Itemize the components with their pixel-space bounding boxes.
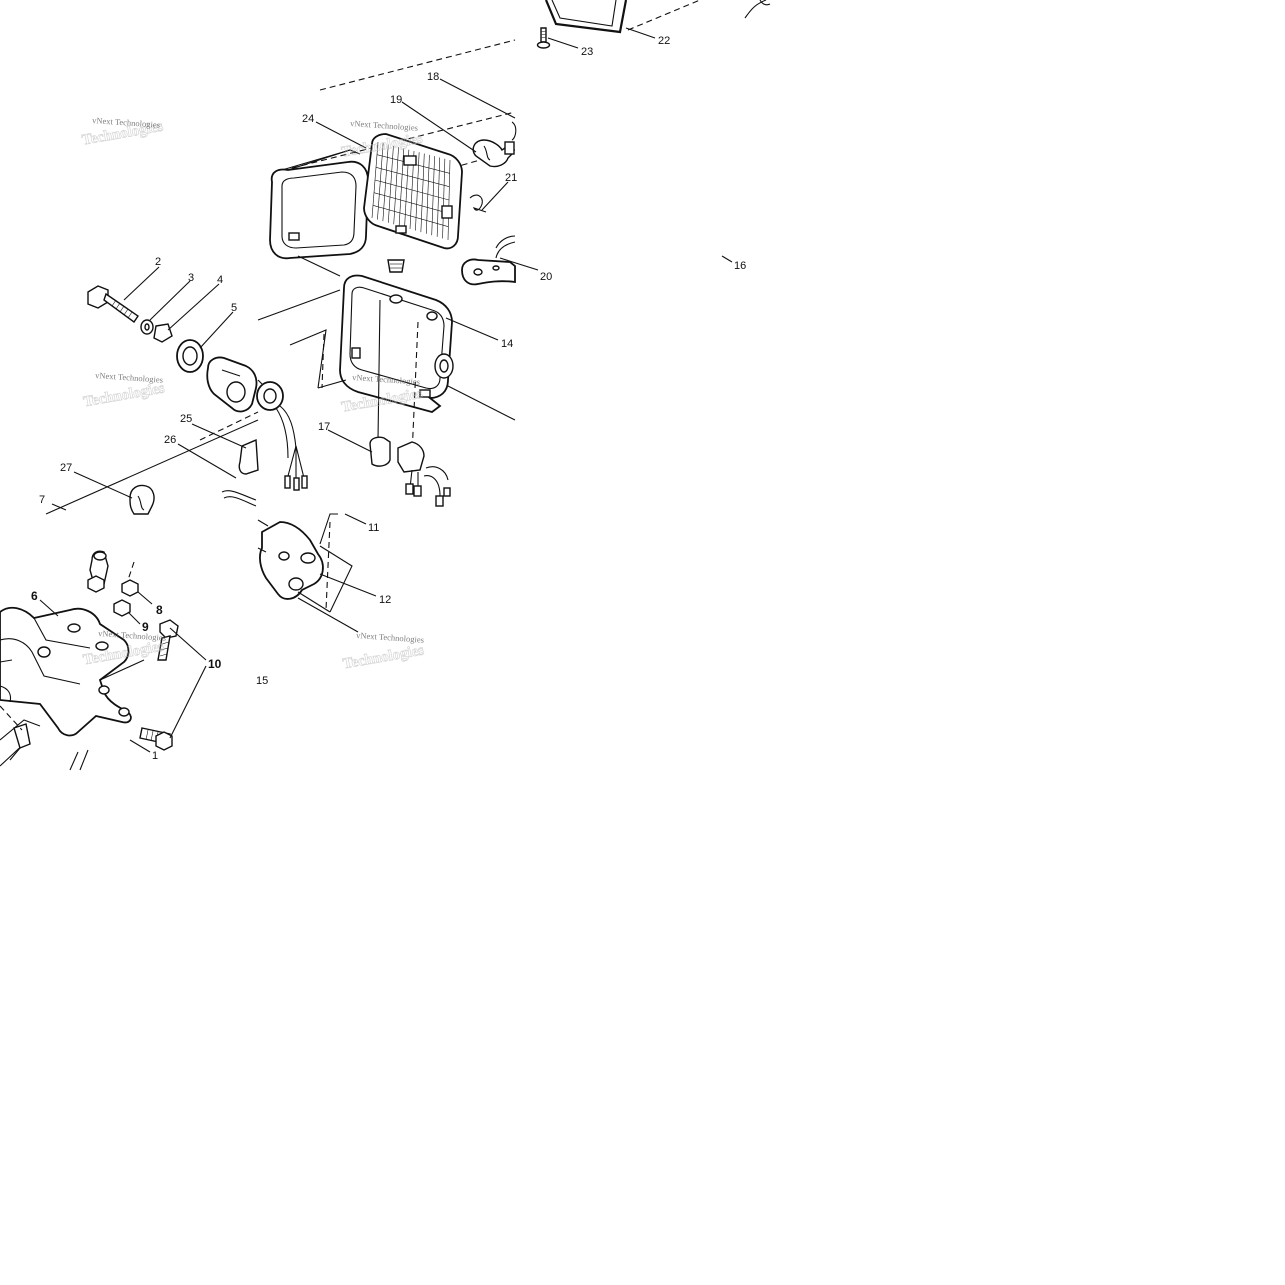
bolt-10-upper [157, 619, 179, 661]
headlight-housing-14 [339, 274, 454, 413]
callout-8: 8 [156, 603, 163, 617]
mount-bracket-12 [257, 519, 324, 600]
upper-frame-fragment [544, 0, 701, 34]
lens-grid-line [374, 179, 450, 201]
callout-2: 2 [155, 256, 161, 268]
nut-8 [121, 561, 139, 597]
headlight-bezel-24 [269, 149, 369, 260]
bolt-10-lower [139, 727, 173, 751]
lens-25 [238, 438, 259, 475]
rubber-mount [89, 550, 109, 585]
wire-26 [221, 490, 257, 507]
frame-bracket-6 [0, 606, 145, 737]
bolt-2 [87, 285, 139, 323]
callout-14: 14 [501, 338, 513, 350]
watermark-outline: Technologies [82, 380, 166, 410]
callout-1: 1 [152, 750, 158, 762]
callout-25: 25 [180, 413, 192, 425]
callout-4: 4 [217, 274, 223, 286]
callout-11: 11 [368, 522, 379, 534]
callout-6: 6 [31, 589, 38, 603]
headlight-lens-sealed-beam [363, 133, 463, 250]
fastener-15-top [387, 259, 405, 273]
guide-line-7 [45, 411, 259, 515]
callout-7: 7 [39, 494, 45, 506]
callout-17: 17 [318, 421, 330, 433]
callout-19: 19 [390, 94, 402, 106]
watermark-outline: Technologies [342, 642, 426, 672]
watermark-text: vNext Technologies [352, 372, 420, 387]
watermark-text: vNext Technologies [356, 630, 424, 645]
callout-9: 9 [142, 620, 149, 634]
socket-17 [369, 436, 451, 507]
watermark-text: vNext Technologies [95, 370, 163, 385]
washer-3 [140, 319, 154, 335]
callout-24: 24 [302, 113, 314, 125]
callout-12: 12 [379, 594, 391, 606]
callout-21: 21 [505, 172, 517, 184]
callout-18: 18 [427, 71, 439, 83]
callout-22: 22 [658, 35, 670, 47]
clip-21 [469, 194, 487, 213]
bulb-19 [472, 121, 517, 168]
leader-lines [39, 27, 733, 753]
socket-left [256, 379, 308, 491]
bracket-20 [461, 235, 516, 286]
nut-left [87, 575, 105, 593]
callout-26: 26 [164, 434, 176, 446]
callout-15: 15 [256, 675, 268, 687]
guide-lines-middle [257, 255, 516, 456]
lens-grid-line [375, 167, 450, 187]
screw-23 [536, 27, 551, 49]
watermark-text: vNext Technologies [98, 628, 166, 643]
watermark-text: vNext Technologies [350, 118, 418, 133]
callout-10: 10 [208, 657, 222, 671]
callout-20: 20 [540, 271, 552, 283]
bulb-27 [129, 484, 155, 515]
callout-16: 16 [734, 260, 746, 272]
callout-27: 27 [60, 462, 72, 474]
grommet-5 [176, 339, 204, 373]
lens-grid-line [373, 192, 449, 214]
fragment-top-right [744, 0, 771, 19]
washer-9 [113, 599, 131, 617]
guide-lines-lower [297, 513, 353, 613]
spacer-4 [153, 323, 173, 343]
callout-3: 3 [188, 272, 194, 284]
callout-5: 5 [231, 302, 237, 314]
lens-grid-line [372, 205, 449, 227]
watermark-text: vNext Technologies [92, 115, 160, 130]
callout-labels: 1 2 3 4 5 6 7 8 9 10 11 12 14 15 16 17 1… [31, 35, 746, 762]
signal-bracket [206, 356, 258, 413]
frame-lower [0, 705, 89, 771]
callout-23: 23 [581, 46, 593, 58]
